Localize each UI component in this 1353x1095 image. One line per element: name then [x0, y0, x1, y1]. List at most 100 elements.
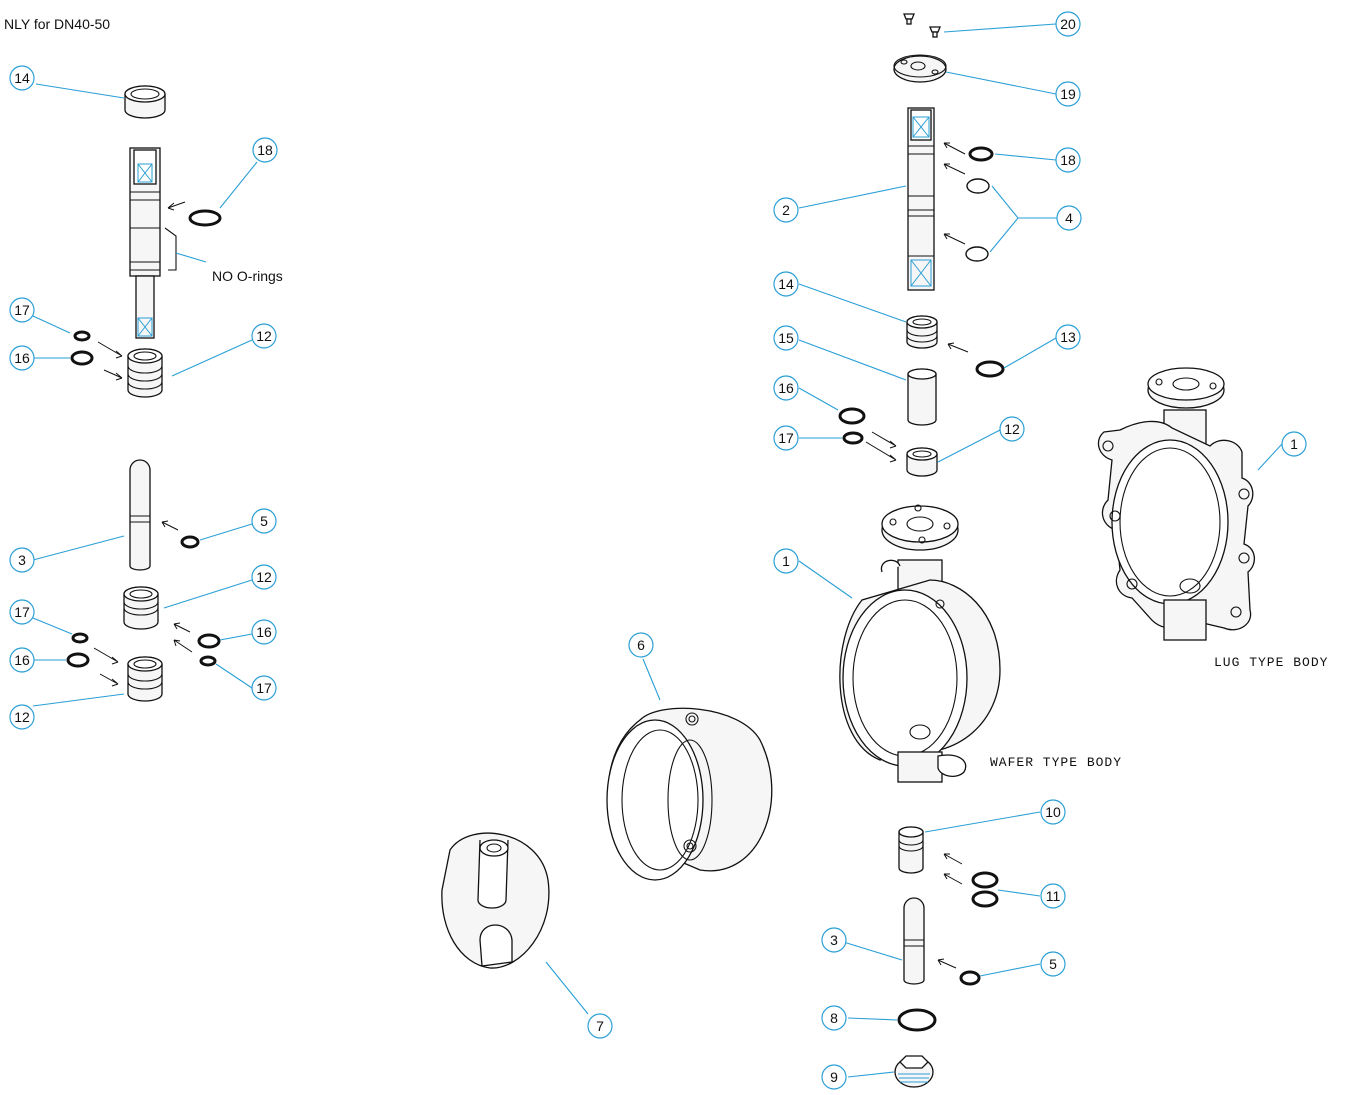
balloon-12-right: 12 [999, 416, 1025, 442]
circlip-18-right [968, 146, 994, 162]
oring-17-left-b [71, 632, 89, 644]
svg-text:6: 6 [637, 637, 645, 653]
wafer-body-label: WAFER TYPE BODY [990, 755, 1122, 770]
oring-16-right [838, 407, 866, 425]
lower-shaft-3-right [903, 897, 925, 985]
balloon-5-right: 5 [1040, 951, 1066, 977]
svg-text:14: 14 [14, 70, 30, 86]
balloon-16-right-b: 16 [251, 619, 277, 645]
svg-text:17: 17 [14, 604, 30, 620]
balloon-1-wafer: 1 [773, 548, 799, 574]
balloon-6: 6 [628, 632, 654, 658]
upper-shaft-left [129, 147, 161, 339]
svg-text:1: 1 [1290, 436, 1298, 452]
balloon-18-right: 18 [1055, 147, 1081, 173]
oring-5-right [959, 970, 981, 986]
balloon-12-left: 12 [251, 323, 277, 349]
svg-text:13: 13 [1060, 329, 1076, 345]
svg-text:8: 8 [830, 1010, 838, 1026]
bushing-14-left [124, 85, 166, 119]
plug-9 [894, 1055, 934, 1088]
oring-16-left [70, 350, 94, 366]
svg-text:17: 17 [14, 302, 30, 318]
svg-text:19: 19 [1060, 86, 1076, 102]
svg-text:16: 16 [14, 350, 30, 366]
balloon-11: 11 [1040, 883, 1066, 909]
svg-text:15: 15 [778, 330, 794, 346]
balloon-13: 13 [1055, 324, 1081, 350]
wafer-type-body [839, 504, 1001, 783]
balloon-16-right: 16 [773, 375, 799, 401]
balloon-19: 19 [1055, 81, 1081, 107]
svg-text:12: 12 [1004, 421, 1020, 437]
oring-4-a [966, 178, 990, 194]
svg-text:5: 5 [260, 513, 268, 529]
svg-text:18: 18 [1060, 152, 1076, 168]
svg-text:5: 5 [1049, 956, 1057, 972]
lug-body-label: LUG TYPE BODY [1214, 655, 1328, 670]
balloon-2: 2 [773, 197, 799, 223]
seal-housing-12-mid-left [123, 586, 159, 630]
circlip-18-left [188, 209, 222, 227]
balloon-17-right: 17 [773, 425, 799, 451]
disc-7 [441, 832, 550, 969]
balloon-20: 20 [1055, 11, 1081, 37]
balloon-15: 15 [773, 325, 799, 351]
svg-text:16: 16 [256, 624, 272, 640]
seal-housing-12-left [127, 348, 163, 398]
oring-11-b [971, 890, 999, 908]
svg-text:9: 9 [830, 1069, 838, 1085]
oring-17-right-b [199, 655, 217, 667]
svg-text:1: 1 [782, 553, 790, 569]
plate-19 [893, 54, 947, 83]
balloon-4: 4 [1056, 205, 1082, 231]
oring-4-b [965, 246, 989, 262]
svg-text:12: 12 [256, 328, 272, 344]
sleeve-15 [907, 368, 937, 426]
oring-17-right [842, 431, 864, 445]
svg-text:3: 3 [18, 552, 26, 568]
svg-text:12: 12 [14, 709, 30, 725]
no-orings-label: NO O-rings [212, 268, 283, 284]
balloon-3-left: 3 [9, 547, 35, 573]
oring-5-left [180, 535, 200, 549]
lug-type-body [1097, 367, 1255, 641]
svg-text:16: 16 [14, 652, 30, 668]
balloon-14-right: 14 [773, 271, 799, 297]
note-top-label: NLY for DN40-50 [4, 16, 110, 32]
svg-text:17: 17 [778, 430, 794, 446]
svg-text:10: 10 [1045, 804, 1061, 820]
bushing-10 [898, 826, 924, 874]
balloon-9: 9 [821, 1064, 847, 1090]
oring-8 [897, 1008, 937, 1032]
balloon-16-left: 16 [9, 345, 35, 371]
upper-shaft-2 [907, 107, 935, 291]
balloon-1-lug: 1 [1281, 431, 1307, 457]
oring-13 [975, 360, 1005, 378]
svg-text:16: 16 [778, 380, 794, 396]
seal-housing-12-bottom-left [127, 656, 163, 702]
bushing-14-right [906, 315, 938, 349]
balloon-16-left-b: 16 [9, 647, 35, 673]
svg-text:14: 14 [778, 276, 794, 292]
oring-17-left [73, 330, 91, 342]
balloon-12-bottom-left: 12 [9, 704, 35, 730]
seat-liner-6 [606, 707, 773, 881]
oring-16-right-b [197, 633, 221, 649]
svg-text:12: 12 [256, 569, 272, 585]
svg-text:4: 4 [1065, 210, 1073, 226]
balloon-18-left: 18 [252, 137, 278, 163]
svg-text:20: 20 [1060, 16, 1076, 32]
lower-shaft-3-left [129, 459, 151, 571]
seal-housing-12-right [906, 447, 938, 477]
balloon-5-left: 5 [251, 508, 277, 534]
balloon-3-right: 3 [821, 927, 847, 953]
balloon-17-left: 17 [9, 297, 35, 323]
svg-text:18: 18 [257, 142, 273, 158]
svg-text:17: 17 [256, 680, 272, 696]
oring-16-left-b [66, 652, 90, 668]
screws-20 [903, 13, 941, 38]
oring-11-a [971, 871, 999, 889]
svg-text:3: 3 [830, 932, 838, 948]
